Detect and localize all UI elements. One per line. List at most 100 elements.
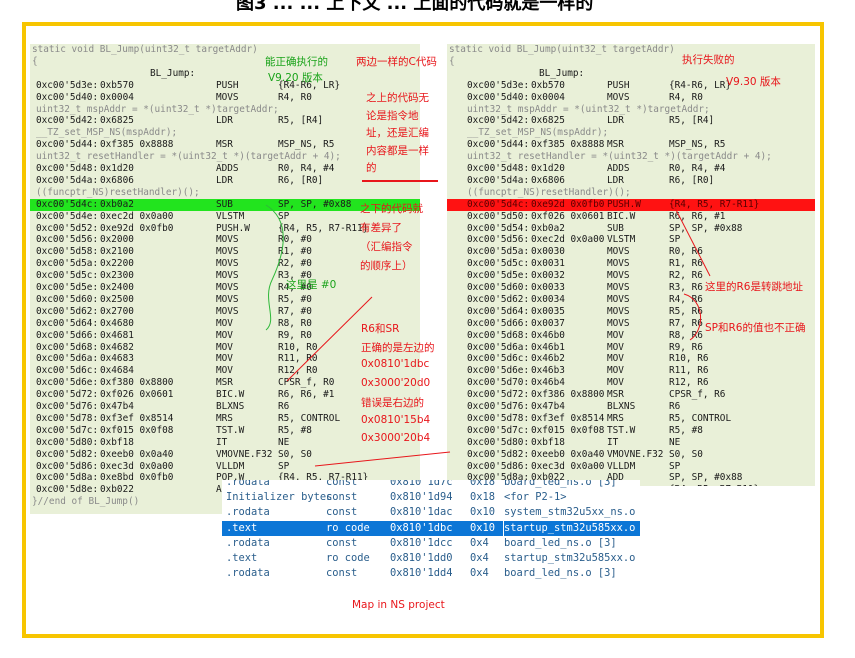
map-section: .text xyxy=(226,552,258,564)
map-object: startup_stm32u585xx.o [10] xyxy=(503,519,640,537)
instr-operands: MSP_NS, R5 xyxy=(278,139,335,151)
instr-operands: R6, R6, #1 xyxy=(278,389,335,401)
instr-bytes: 0x0031 xyxy=(531,258,565,270)
instr-bytes: 0xbf18 xyxy=(531,436,565,448)
instr-mnemonic: MOVS xyxy=(607,293,630,305)
instr-operands: R6, [R0] xyxy=(278,174,324,186)
code-line: BL_Jump: xyxy=(447,68,815,80)
instr-operands: R6, R6, #1 xyxy=(669,210,726,222)
instr-address: 0xc00'5d44: xyxy=(467,139,530,151)
instr-address: 0xc00'5d4a: xyxy=(467,174,530,186)
instr-bytes: 0x46b1 xyxy=(531,341,565,353)
instr-address: 0xc00'5d66: xyxy=(467,317,530,329)
instr-bytes: 0x4681 xyxy=(100,329,134,341)
map-object: board_led_ns.o [3] xyxy=(504,536,617,549)
instr-bytes: 0x1d20 xyxy=(531,163,565,174)
map-size: 0x10 xyxy=(470,521,496,534)
code-line: BL_Jump: xyxy=(30,68,420,80)
map-object: system_stm32u5xx_ns.o [10] xyxy=(504,506,636,519)
instr-mnemonic: MOV xyxy=(216,353,233,365)
map-kind: const xyxy=(326,480,358,488)
instr-mnemonic: VLLDM xyxy=(216,460,245,472)
top-caption: 图3 ... ... 上下文 ... 上面的代码就是一样的 xyxy=(236,0,594,14)
instr-operands: NE xyxy=(278,436,290,448)
instr-bytes: 0xf026 0x0601 xyxy=(100,389,174,401)
instr-operands: R1, #0 xyxy=(278,246,312,258)
instr-mnemonic: MOVS xyxy=(216,282,239,293)
label-v920: V9.20 版本 xyxy=(268,72,323,84)
instr-bytes: 0x6825 xyxy=(531,115,565,127)
instr-operands: CPSR_f, R6 xyxy=(669,389,726,401)
instr-operands: R5, #8 xyxy=(669,424,703,436)
map-kind: ro code xyxy=(326,552,370,564)
instr-bytes: 0xe92d 0x0fb0 xyxy=(100,222,174,234)
instr-operands: R7, #0 xyxy=(278,305,312,317)
instr-operands: R6, [R0] xyxy=(669,174,715,186)
instr-address: 0xc00'5d78: xyxy=(36,412,99,424)
code-line: uint32_t mspAddr = *(uint32_t *)targetAd… xyxy=(447,104,815,116)
instr-operands: R0, R4, #4 xyxy=(669,163,726,174)
map-object: board_led_ns.o [3] xyxy=(504,567,617,580)
annotation-line: 的 xyxy=(366,162,377,174)
instr-address: 0xc00'5d42: xyxy=(36,115,99,127)
map-address: 0x810'1dbc xyxy=(390,521,453,534)
instr-operands: SP xyxy=(278,210,290,222)
left-code-panel: static void BL_Jump(uint32_t targetAddr)… xyxy=(30,44,420,514)
instr-operands: R5, R6 xyxy=(669,305,703,317)
map-section: .rodata xyxy=(226,506,270,519)
instr-address: 0xc00'5d6c: xyxy=(36,365,99,377)
instr-mnemonic: BIC.W xyxy=(607,210,636,222)
instr-bytes: 0xf015 0x0f08 xyxy=(100,424,174,436)
instr-bytes: 0x2300 xyxy=(100,270,134,282)
map-size: 0x4 xyxy=(470,567,489,580)
instr-bytes: 0xb570 xyxy=(100,79,134,91)
instr-address: 0xc00'5d60: xyxy=(467,282,530,293)
instr-operands: S0, S0 xyxy=(669,448,703,460)
instr-mnemonic: MOVS xyxy=(607,258,630,270)
instr-bytes: 0x4684 xyxy=(100,365,134,377)
instr-address: 0xc00'5d7c: xyxy=(36,424,99,436)
source-line: __TZ_set_MSP_NS(mspAddr); xyxy=(36,127,178,139)
instr-operands: {R4, R5, R7-R11} xyxy=(669,198,760,210)
code-line: }//end of BL_Jump() xyxy=(30,496,420,508)
map-object: board_led_ns.o [3] xyxy=(504,480,617,488)
instr-operands: R5, #0 xyxy=(278,293,312,305)
instr-bytes: 0xf3ef 0x8514 xyxy=(531,412,605,424)
instr-bytes: 0x47b4 xyxy=(531,401,565,412)
instr-operands: SP, SP, #0x88 xyxy=(669,222,743,234)
instr-mnemonic: MOV xyxy=(607,377,624,389)
instr-mnemonic: SUB xyxy=(216,198,233,210)
instr-mnemonic: LDR xyxy=(216,115,233,127)
map-kind: ro code xyxy=(326,521,370,534)
instr-address: 0xc00'5d5e: xyxy=(36,282,99,293)
instr-mnemonic: MSR xyxy=(216,139,233,151)
map-caption: Map in NS project xyxy=(352,599,445,611)
instr-mnemonic: BIC.W xyxy=(216,389,245,401)
instr-address: 0xc00'5d80: xyxy=(467,436,530,448)
instr-operands: NE xyxy=(669,436,681,448)
instr-bytes: 0xf380 0x8800 xyxy=(100,377,174,389)
code-line: ((funcptr_NS)resetHandler)(); xyxy=(447,187,815,199)
instr-address: 0xc00'5d8e: xyxy=(36,484,99,496)
instr-bytes: 0xf3ef 0x8514 xyxy=(100,412,174,424)
instr-operands: R1, R6 xyxy=(669,258,703,270)
instr-mnemonic: MOVS xyxy=(216,305,239,317)
instr-mnemonic: MOVS xyxy=(607,305,630,317)
instr-bytes: 0x2700 xyxy=(100,305,134,317)
